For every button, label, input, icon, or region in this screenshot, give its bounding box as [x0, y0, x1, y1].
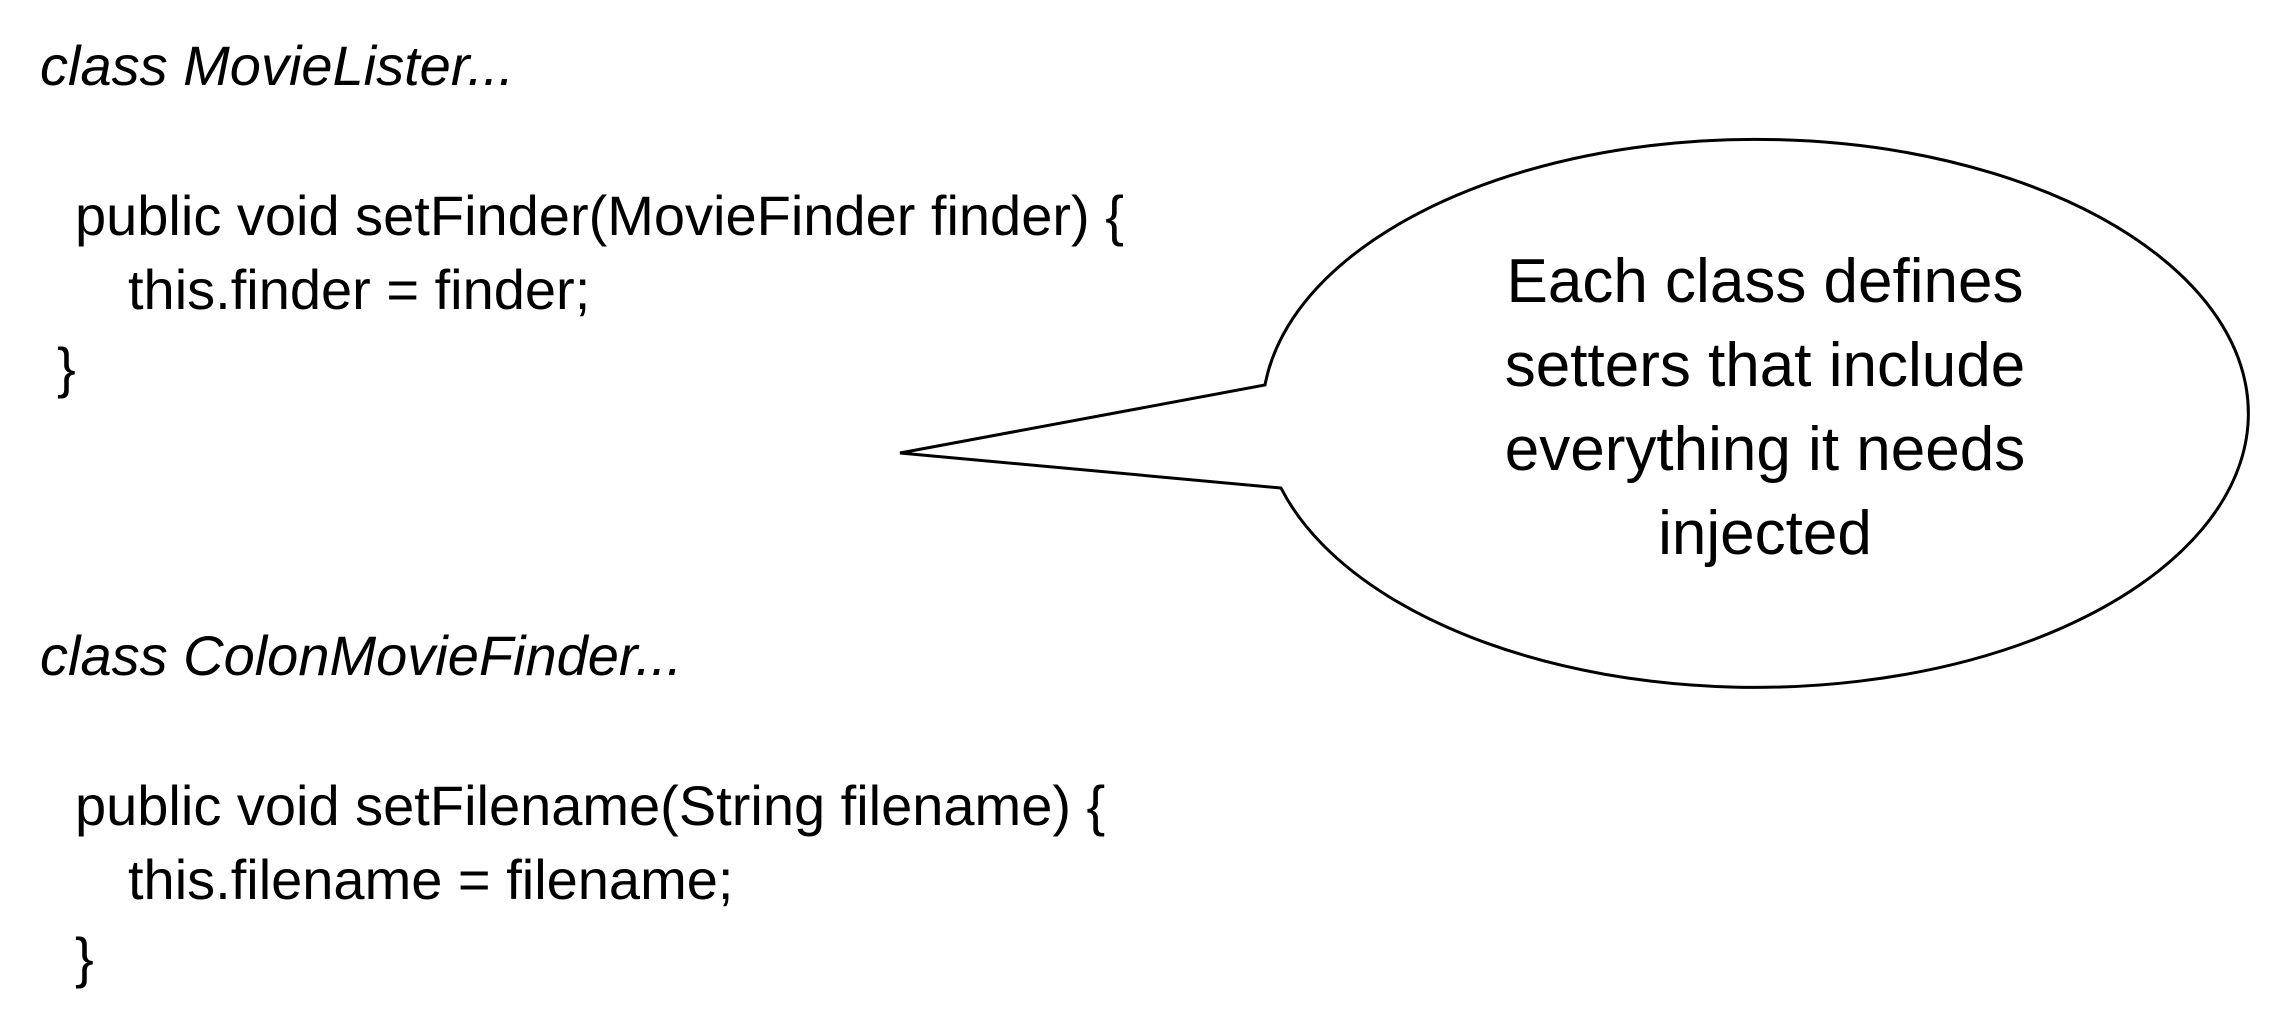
- movie-lister-heading: class MovieLister...: [40, 34, 515, 97]
- set-finder-body: this.finder = finder;: [128, 258, 591, 321]
- callout-line: setters that include: [1504, 331, 2026, 400]
- set-filename-signature: public void setFilename(String filename)…: [75, 774, 1106, 837]
- set-finder-signature: public void setFinder(MovieFinder finder…: [75, 184, 1124, 247]
- callout-line: injected: [1658, 499, 1872, 568]
- set-filename-closing-brace: }: [75, 926, 94, 989]
- callout-line: everything it needs: [1504, 415, 2026, 484]
- callout-text: Each class defines setters that include …: [1440, 240, 2090, 576]
- set-finder-closing-brace: }: [57, 336, 76, 399]
- set-filename-body: this.filename = filename;: [128, 848, 734, 911]
- speech-bubble-outline: [899, 137, 2250, 689]
- callout-line: Each class defines: [1506, 247, 2024, 316]
- colon-movie-finder-heading: class ColonMovieFinder...: [40, 624, 683, 687]
